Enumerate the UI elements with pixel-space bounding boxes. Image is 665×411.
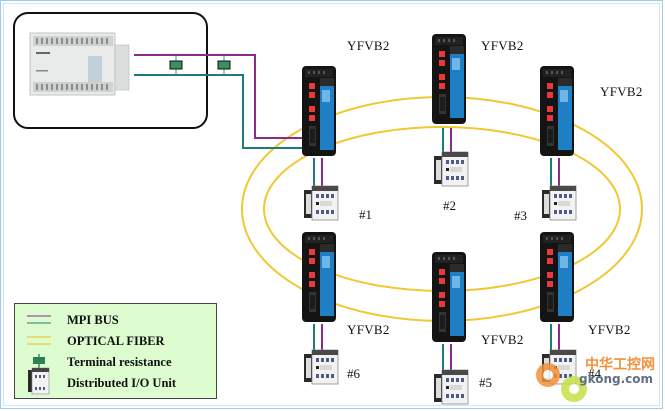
converter-2 bbox=[432, 34, 466, 124]
optical-fiber-line bbox=[27, 336, 51, 345]
legend-label-io-unit: Distributed I/O Unit bbox=[67, 376, 177, 390]
watermark-gears bbox=[536, 363, 587, 402]
converter-label-4: YFVB2 bbox=[588, 322, 631, 337]
io-label-1: #1 bbox=[359, 207, 372, 222]
inner-frame bbox=[3, 3, 660, 406]
drop-6 bbox=[313, 324, 323, 350]
converter-label-3: YFVB2 bbox=[600, 84, 643, 99]
converter-4 bbox=[540, 232, 574, 322]
converter-5 bbox=[432, 252, 466, 342]
converter-label-2: YFVB2 bbox=[481, 38, 524, 53]
converter-label-1: YFVB2 bbox=[347, 38, 390, 53]
mpi-bus-line bbox=[27, 315, 51, 324]
converter-label-5: YFVB2 bbox=[481, 332, 524, 347]
drop-3 bbox=[550, 158, 560, 186]
mpi-bus-plc bbox=[134, 54, 308, 149]
terminal-resistance-icon bbox=[33, 354, 45, 368]
drop-5 bbox=[442, 344, 452, 370]
converter-label-6: YFVB2 bbox=[347, 322, 390, 337]
drop-1 bbox=[313, 158, 323, 186]
drop-2 bbox=[442, 128, 452, 152]
io-unit-6 bbox=[303, 349, 339, 385]
io-label-5: #5 bbox=[479, 375, 492, 390]
legend: MPI BUS OPTICAL FIBER Terminal resistanc… bbox=[14, 303, 217, 399]
terminal-resistances bbox=[169, 55, 231, 75]
converter-1 bbox=[302, 66, 336, 156]
converter-3 bbox=[540, 66, 574, 156]
converter-6 bbox=[302, 232, 336, 322]
watermark-text-cn: 中华工控网 bbox=[585, 357, 655, 373]
watermark-text-en: gkong.com bbox=[579, 372, 654, 386]
io-unit-2 bbox=[433, 151, 469, 187]
io-label-4: #4 bbox=[588, 366, 601, 381]
legend-label-optical-fiber: OPTICAL FIBER bbox=[67, 334, 165, 348]
io-unit-5 bbox=[433, 369, 469, 405]
plc-device bbox=[29, 32, 130, 96]
io-label-3: #3 bbox=[514, 208, 527, 223]
legend-symbols bbox=[27, 315, 51, 395]
io-unit-1 bbox=[303, 185, 339, 221]
io-unit-icon bbox=[28, 367, 50, 395]
legend-label-terminal-resistance: Terminal resistance bbox=[67, 355, 172, 369]
watermark: 中华工控网 gkong.com bbox=[527, 349, 657, 405]
legend-label-mpi-bus: MPI BUS bbox=[67, 313, 119, 327]
io-label-2: #2 bbox=[443, 198, 456, 213]
drop-4 bbox=[550, 324, 560, 350]
io-label-6: #6 bbox=[347, 366, 360, 381]
io-unit-3 bbox=[541, 185, 577, 221]
